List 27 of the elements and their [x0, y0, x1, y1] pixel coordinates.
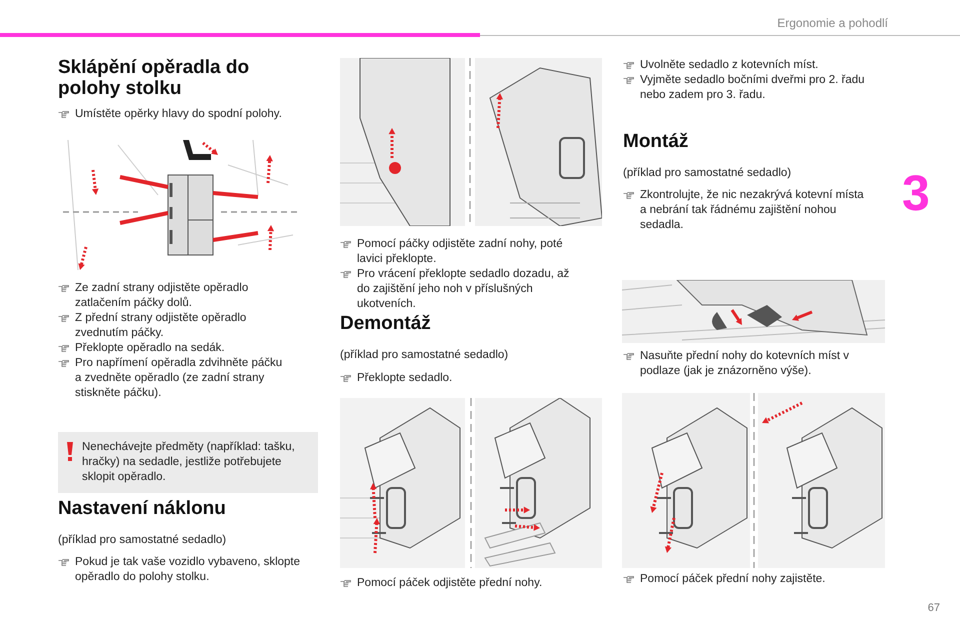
instruction-text: Pomocí páčky odjistěte zadní nohy, poté lavici překlopte.	[357, 237, 564, 267]
instruction-text: Pro napřímení opěradla zdvihněte páčku a zvedněte opěradlo (ze zadní strany stiskněte páčku).	[75, 356, 283, 401]
instruction-text: Ze zadní strany odjistěte opěradlo zatlačením páčky dolů.	[75, 281, 250, 311]
section-heading: Montáž	[623, 131, 690, 152]
page-number: 67	[926, 602, 940, 614]
instruction-text: Nasuňte přední nohy do kotevních míst v podlaze (jak je znázorněno výše).	[640, 349, 850, 379]
section-heading: Demontáž	[340, 313, 432, 334]
instruction-text: Umístěte opěrky hlavy do spodní polohy.	[75, 107, 283, 122]
warning-text: Nenechávejte předměty (například: tašku, hračky) na sedadle, jestliže potřebujete sklopit opěradlo.	[82, 440, 296, 485]
note-text: (příklad pro samostatné sedadlo)	[623, 166, 792, 181]
instruction-text: Pomocí páček odjistěte přední nohy.	[357, 576, 544, 591]
instruction-text: Vyjměte sedadlo bočními dveřmi pro 2. řadu nebo zadem pro 3. řadu.	[640, 73, 866, 103]
instruction-text: Pro vrácení překlopte sedadlo dozadu, až do zajištění jeho noh v příslušných ukotveních.	[357, 267, 570, 312]
instruction-text: Překlopte opěradlo na sedák.	[75, 341, 226, 356]
note-text: (příklad pro samostatné sedadlo)	[340, 348, 510, 363]
chapter-number: 3	[902, 168, 931, 218]
instruction-text: Zkontrolujte, že nic nezakrývá kotevní místa a nebrání tak řádnému zajištění nohou sedadla.	[640, 188, 865, 233]
instruction-text: Pomocí páček přední nohy zajistěte.	[640, 572, 826, 587]
section-heading: Nastavení náklonu	[58, 498, 227, 519]
section-heading: Sklápění opěradla do polohy stolku	[58, 57, 250, 99]
instruction-text: Překlopte sedadlo.	[357, 371, 454, 386]
note-text: (příklad pro samostatné sedadlo)	[58, 533, 228, 548]
instruction-text: Z přední strany odjistěte opěradlo zvednutím páčky.	[75, 311, 248, 341]
instruction-text: Pokud je tak vaše vozidlo vybaveno, sklopte opěradlo do polohy stolku.	[75, 555, 302, 585]
chapter-title: Ergonomie a pohodlí	[776, 16, 888, 30]
warning-box	[58, 432, 318, 493]
instruction-text: Uvolněte sedadlo z kotevních míst.	[640, 58, 820, 73]
